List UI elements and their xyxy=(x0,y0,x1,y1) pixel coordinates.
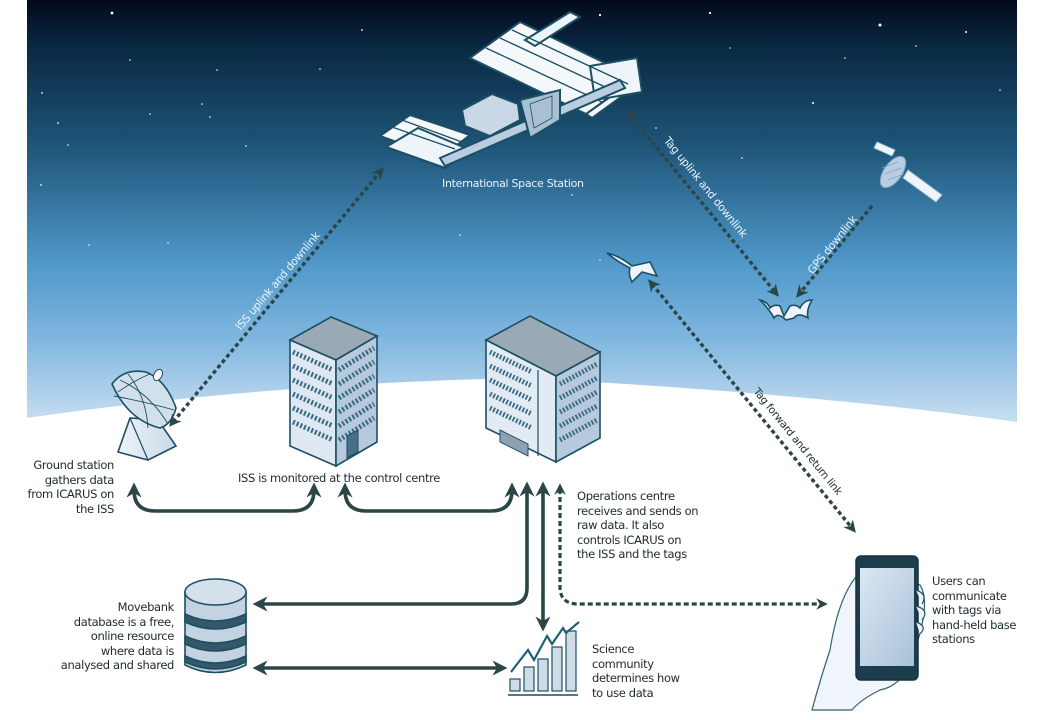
tag-uplink-arrow xyxy=(626,110,779,297)
operations-to-users-arrow xyxy=(554,483,828,610)
label-line: gathers data xyxy=(44,472,115,487)
users-label: Users can communicate with tags via hand… xyxy=(932,574,1016,647)
label-line: Science xyxy=(592,642,635,656)
label-line: receives and sends on xyxy=(577,503,699,518)
control-to-operations-arrow xyxy=(337,482,520,513)
ground-to-control-arrow xyxy=(126,482,322,513)
label-line: hand-held base xyxy=(932,617,1017,632)
science-label: Science community determines how to use … xyxy=(592,642,680,700)
science-chart-icon xyxy=(508,621,580,696)
label-line: analysed and shared xyxy=(60,658,175,672)
label-line: the ISS xyxy=(75,501,114,516)
label-line: database is a free, xyxy=(73,614,175,629)
control-centre-label: ISS is monitored at the control centre xyxy=(238,471,440,485)
iss-uplink-arrow xyxy=(169,167,384,427)
label-line: online resource xyxy=(90,629,175,643)
ground-station-icon xyxy=(111,368,178,461)
label-line: Movebank xyxy=(117,600,175,614)
label-line: community xyxy=(592,656,654,671)
movebank-label: Movebank database is a free, online reso… xyxy=(52,600,175,673)
label-line: stations xyxy=(932,632,975,646)
phone-icon xyxy=(811,555,926,711)
label-line: to use data xyxy=(592,685,654,700)
operations-centre-building-icon xyxy=(484,315,602,464)
label-line: determines how xyxy=(592,671,680,685)
label-line: raw data. It also xyxy=(577,518,664,532)
label-line: communicate xyxy=(932,588,1007,603)
iss-icon xyxy=(377,10,644,170)
ground-station-label: Ground station gathers data from ICARUS … xyxy=(22,458,115,516)
gps-downlink-arrow xyxy=(796,204,874,298)
label-line: the ISS and the tags xyxy=(577,547,687,561)
gps-satellite-icon xyxy=(873,141,943,203)
label-line: with tags via xyxy=(932,603,1002,617)
operations-to-movebank-arrow xyxy=(252,481,535,612)
iss-label: International Space Station xyxy=(442,177,584,190)
control-centre-building-icon xyxy=(288,316,379,468)
label-line: Users can xyxy=(932,574,986,588)
movebank-database-icon xyxy=(184,578,247,674)
stars xyxy=(40,11,1001,261)
operations-centre-label: Operations centre receives and sends on … xyxy=(577,489,699,562)
label-line: Operations centre xyxy=(577,489,675,503)
label-line: controls ICARUS on xyxy=(577,532,682,547)
label-line: from ICARUS on xyxy=(27,487,115,501)
label-line: Ground station xyxy=(33,458,114,472)
label-line: where data is xyxy=(100,643,175,658)
